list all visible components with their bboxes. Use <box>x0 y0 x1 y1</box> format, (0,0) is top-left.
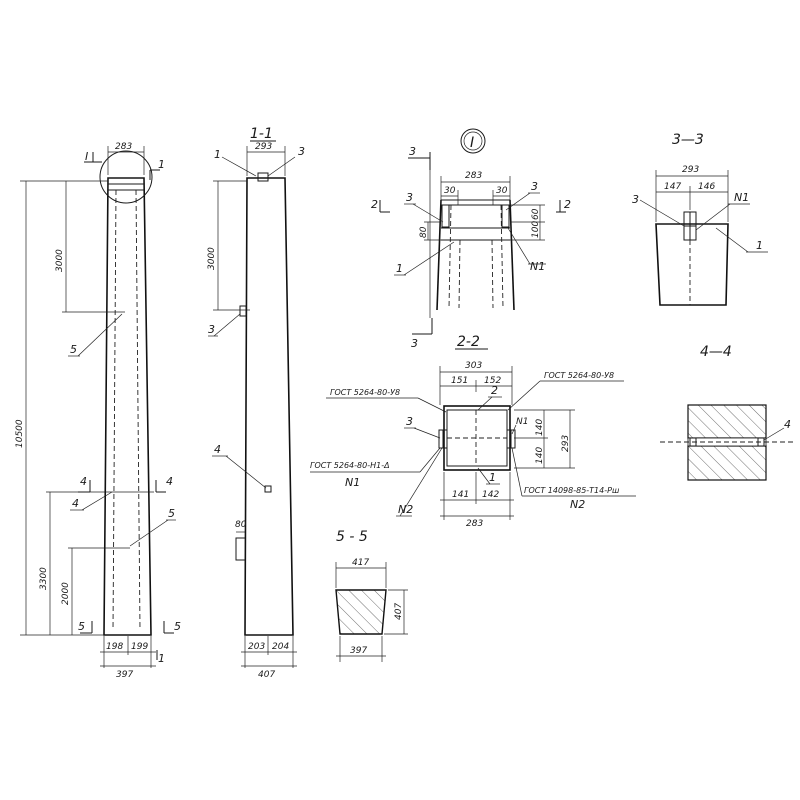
detail-I-dim-height-right-a: 100 <box>531 221 541 238</box>
section-1-1-dim-bottom-width: 407 <box>258 670 275 680</box>
cut-label-1-top: 1 <box>158 158 165 171</box>
section-3-3: 3—3 293 147 146 3 N1 1 <box>632 132 768 306</box>
cut-label-5-right: 5 <box>174 620 181 633</box>
section-2-2-pos-2: 2 <box>491 384 498 397</box>
section-1-1-pos-3-lower: 3 <box>208 323 215 336</box>
pos-label-5-upper: 5 <box>70 343 77 356</box>
detail-I-pos-n1: N1 <box>530 260 545 273</box>
dim-bottom-half-right: 199 <box>131 642 148 652</box>
section-3-3-dim-right: 146 <box>698 182 715 192</box>
section-1-1-outline <box>244 177 294 636</box>
section-2-2-dim-top-right: 152 <box>484 376 501 386</box>
section-1-1-pos-3: 3 <box>298 145 305 158</box>
section-1-1-title: 1-1 <box>250 126 273 142</box>
section-2-2-pos-n2-left: N2 <box>398 503 413 516</box>
cut-label-1-bottom: 1 <box>158 652 165 665</box>
section-1-1-pos-1: 1 <box>214 148 221 161</box>
callout-label-I: I <box>85 150 88 163</box>
section-3-3-dim-left: 147 <box>664 182 681 192</box>
detail-I-title: I <box>470 135 474 151</box>
section-3-3-pos-1: 1 <box>756 239 763 252</box>
section-2-2-dim-bottom-width: 283 <box>466 519 483 529</box>
section-5-5-dim-top: 417 <box>352 558 369 568</box>
detail-I-dim-height-right-b: 60 <box>531 208 541 220</box>
detail-I-dim-gap-right: 30 <box>496 186 508 196</box>
section-5-5-dim-bottom: 397 <box>350 646 367 656</box>
section-2-2-dim-bottom-right: 142 <box>482 490 499 500</box>
section-2-2-title: 2-2 <box>457 334 480 350</box>
detail-I-dim-width: 283 <box>465 171 482 181</box>
section-5-5: 5 - 5 417 407 397 <box>335 529 408 662</box>
section-2-2-pos-n2-right: N2 <box>570 498 585 511</box>
section-2-2-gost-right: ГОСТ 14098-85-Т14-Рш <box>524 486 620 495</box>
section-2-2-pos-n1-left: N1 <box>345 476 360 489</box>
cut-label-4-right: 4 <box>166 475 173 488</box>
dim-low-offset: 2000 <box>61 582 71 605</box>
dim-bottom-width: 397 <box>116 670 133 680</box>
section-2-2-gost-top-left: ГОСТ 5264-80-У8 <box>330 388 400 397</box>
section-2-2-pos-n1-right: N1 <box>516 417 528 427</box>
dim-height-total: 10500 <box>15 419 25 448</box>
section-2-2-pos-3: 3 <box>406 415 413 428</box>
section-3-3-title: 3—3 <box>672 132 704 148</box>
dim-bottom-half-left: 198 <box>106 642 123 652</box>
detail-I-pos-3-left: 3 <box>406 191 413 204</box>
section-3-3-dim-width: 293 <box>682 165 699 175</box>
column-outline <box>103 177 152 636</box>
detail-I: I 283 30 30 80 60 100 <box>371 128 571 350</box>
section-5-5-dim-height: 407 <box>394 603 404 620</box>
detail-I-dim-height-left: 80 <box>419 226 429 238</box>
section-4-4: 4—4 4 <box>660 344 796 481</box>
section-1-1-dim-bracket: 80 <box>235 520 247 530</box>
dim-mid-offset: 3300 <box>39 567 49 590</box>
rebar-line-left <box>112 189 117 631</box>
section-4-4-hatch-bottom <box>687 445 767 481</box>
rebar-line-right <box>135 189 141 631</box>
section-2-2: 2-2 303 151 152 141 142 283 <box>310 334 636 529</box>
section-2-2-dim-height-b: 140 <box>535 447 545 464</box>
section-1-1-dim-top: 293 <box>255 142 272 152</box>
section-2-2-pos-1: 1 <box>489 471 496 484</box>
detail-I-cut-2-right: 2 <box>564 198 571 211</box>
detail-I-cut-2-left: 2 <box>371 198 378 211</box>
section-2-2-outline <box>443 405 511 471</box>
section-4-4-pos-4: 4 <box>784 418 791 431</box>
section-4-4-title: 4—4 <box>700 344 732 360</box>
section-2-2-dim-bottom-left: 141 <box>452 490 469 500</box>
detail-I-pos-3-right: 3 <box>531 180 538 193</box>
section-3-3-pos-3: 3 <box>632 193 639 206</box>
section-2-2-gost-top-right: ГОСТ 5264-80-У8 <box>544 371 614 380</box>
section-3-3-pos-n1: N1 <box>734 191 749 204</box>
detail-I-dim-gap-left: 30 <box>444 186 456 196</box>
section-2-2-dim-height-total: 293 <box>561 435 571 452</box>
section-1-1-dim-bottom-left: 203 <box>248 642 265 652</box>
detail-I-cut-3-bottom: 3 <box>411 337 418 350</box>
section-1-1-pos-4: 4 <box>214 443 221 456</box>
dim-top-offset: 3000 <box>55 249 65 272</box>
detail-I-pos-1: 1 <box>396 262 403 275</box>
dim-width-top: 283 <box>115 142 132 152</box>
pos-label-5-lower: 5 <box>168 507 175 520</box>
cut-label-5-left: 5 <box>78 620 85 633</box>
pos-label-4: 4 <box>72 497 79 510</box>
section-2-2-dim-top: 303 <box>465 361 482 371</box>
section-2-2-gost-left: ГОСТ 5264-80-Н1-Δ <box>310 461 390 470</box>
detail-I-title-circle <box>460 128 486 154</box>
section-1-1-dim-top-offset: 3000 <box>207 247 217 270</box>
section-1-1-dim-bottom-right: 204 <box>272 642 289 652</box>
section-3-3-outline <box>655 223 729 306</box>
section-1-1: 1-1 293 1 3 3000 3 4 80 <box>207 126 305 680</box>
section-2-2-dim-height-a: 140 <box>535 419 545 436</box>
detail-callout-circle <box>99 150 153 204</box>
section-5-5-title: 5 - 5 <box>336 529 368 545</box>
cut-label-4-left: 4 <box>80 475 87 488</box>
section-4-4-hatch-top <box>687 404 767 439</box>
detail-I-cut-3-top: 3 <box>409 145 416 158</box>
section-5-5-outline <box>335 589 387 635</box>
column-elevation: I 1 283 10500 3000 5 4 4 4 <box>15 142 181 680</box>
section-2-2-dim-top-left: 151 <box>451 376 468 386</box>
